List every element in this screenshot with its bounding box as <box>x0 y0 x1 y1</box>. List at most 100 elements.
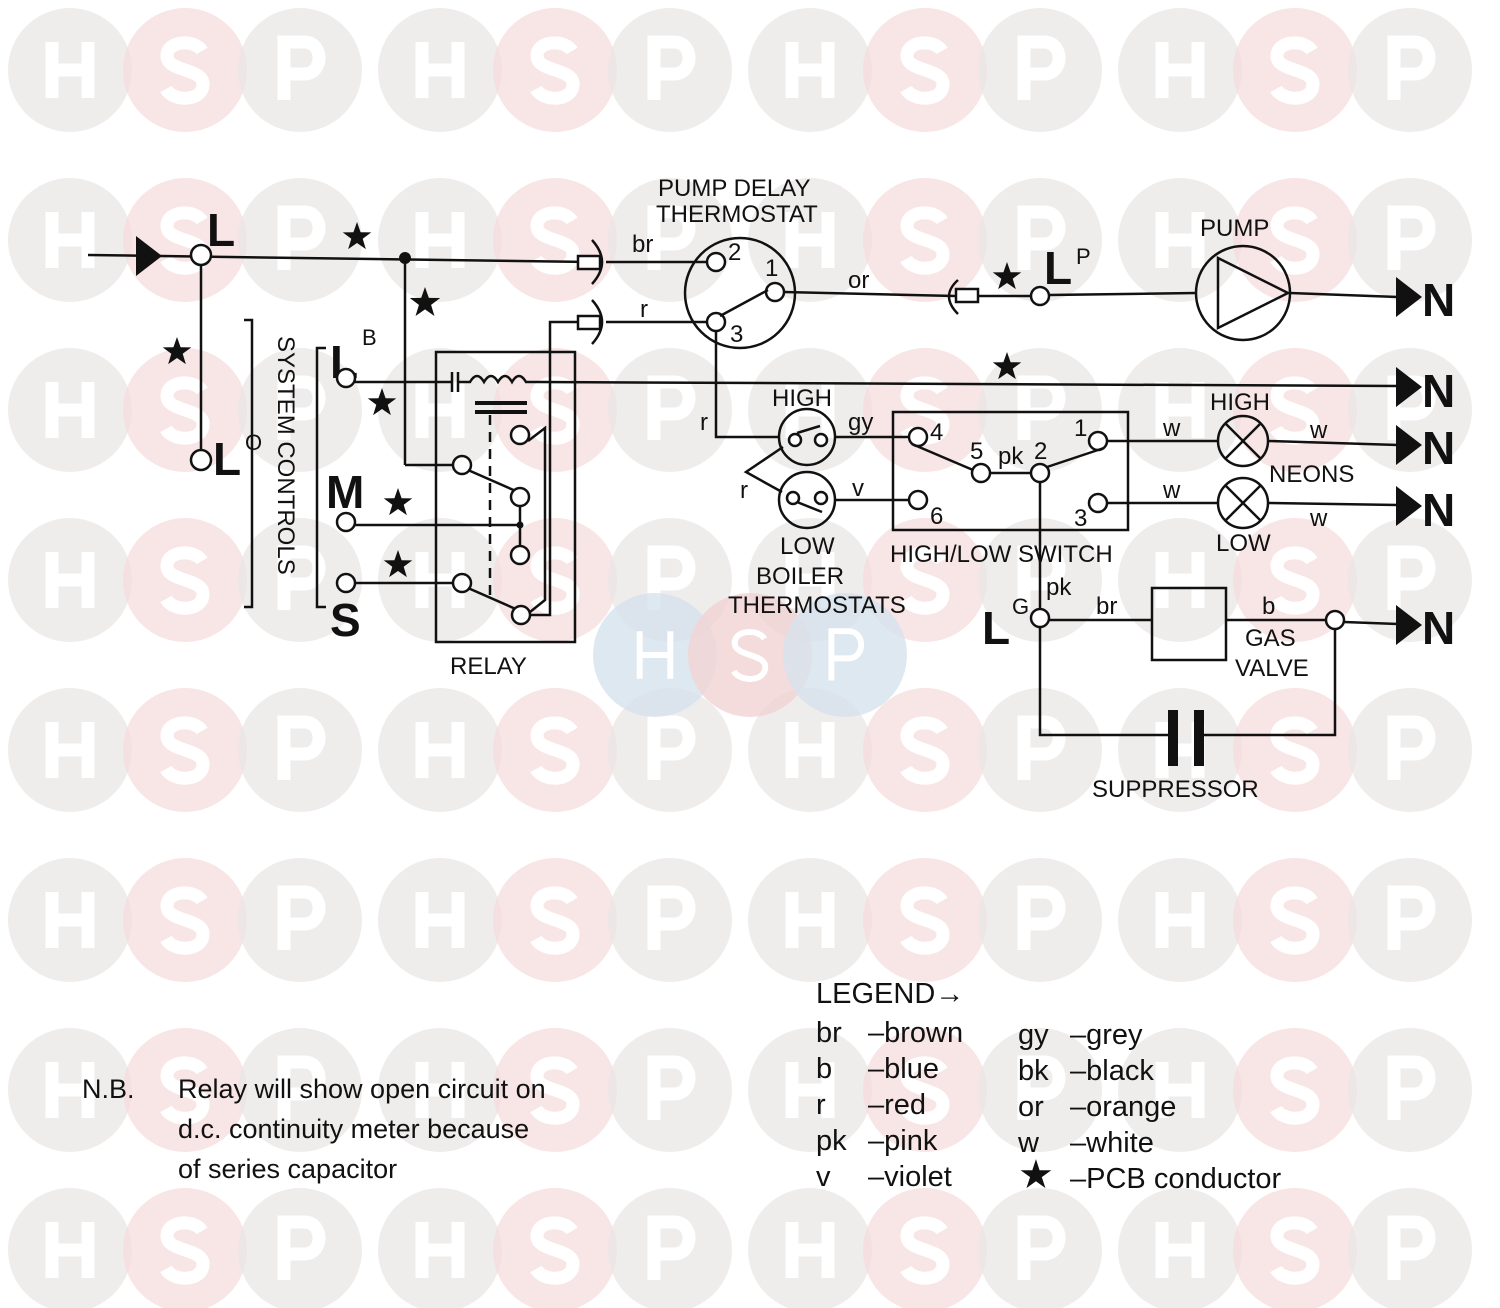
watermark-letter-icon <box>277 205 326 270</box>
legend-code: bk <box>1018 1055 1049 1087</box>
watermark-letter-icon <box>530 1056 580 1125</box>
pcb-star-icon <box>383 488 413 516</box>
terminal-Lg <box>1029 607 1051 629</box>
pcb-star-icon <box>342 222 372 250</box>
watermark-letter-icon <box>160 716 210 785</box>
pcb-star-icon <box>162 337 192 365</box>
relay: RELAY N <box>355 350 1455 680</box>
watermark-letter-icon <box>900 206 950 275</box>
neutral-arrow-icon <box>1396 367 1422 407</box>
watermark-letter-icon <box>45 892 95 948</box>
terminal-3: 3 <box>730 321 743 348</box>
low-label: LOW <box>780 533 835 560</box>
gas-valve-icon <box>1150 586 1228 662</box>
pump-delay-label: PUMP DELAY <box>658 175 811 202</box>
legend-name: –blue <box>868 1053 939 1085</box>
label-Lp: L <box>1044 242 1072 294</box>
watermark-letter-icon <box>1270 376 1320 445</box>
center-logo-circle <box>783 593 907 717</box>
watermark-letter-icon <box>415 1062 465 1118</box>
legend-name: –PCB conductor <box>1070 1163 1282 1195</box>
watermark-letter-icon <box>647 1215 696 1280</box>
watermark-letter-icon <box>1387 1055 1436 1120</box>
watermark-letter-icon <box>900 1056 950 1125</box>
switch-terminal-4: 4 <box>930 419 943 446</box>
watermark-letter-icon <box>530 716 580 785</box>
watermark-letter-icon <box>647 35 696 100</box>
system-controls: SYSTEM CONTROLS L B M S <box>244 318 413 646</box>
label-Lg-sup: G <box>1012 594 1029 619</box>
neons: w w HIGH NEONS LOW w w N N <box>1107 389 1455 557</box>
watermark-letter-icon <box>415 42 465 98</box>
legend-name: –brown <box>868 1017 963 1049</box>
watermark-letter-icon <box>900 546 950 615</box>
watermark-letter-icon <box>1270 716 1320 785</box>
terminal-Lo <box>189 448 213 472</box>
wire-label-r: r <box>700 409 708 436</box>
neutral-arrow-icon <box>1396 277 1422 317</box>
gas-label: GAS <box>1245 625 1296 652</box>
watermark-letter-icon <box>1270 546 1320 615</box>
system-controls-label: SYSTEM CONTROLS <box>272 336 299 575</box>
watermark-letter-icon <box>900 36 950 105</box>
terminal-M <box>335 511 357 533</box>
legend-code: pk <box>816 1125 847 1157</box>
terminal-Lb <box>335 367 357 389</box>
note-line: Relay will show open circuit on <box>178 1074 546 1104</box>
thermostats-label: THERMOSTATS <box>728 592 906 619</box>
watermark-letter-icon <box>1270 36 1320 105</box>
label-Lo-sup: O <box>245 430 262 455</box>
wire-label-br: br <box>1096 593 1117 620</box>
legend-name: –grey <box>1070 1019 1143 1051</box>
watermark-letter-icon <box>277 885 326 950</box>
watermark-letter-icon <box>1017 885 1066 950</box>
wire-label-w: w <box>1162 477 1181 504</box>
boiler-thermostats: HIGH r gy v LOW BOILER THERMOSTATS <box>728 385 909 619</box>
pump-delay-label-2: THERMOSTAT <box>656 201 818 228</box>
watermark-letter-icon <box>1017 545 1066 610</box>
pcb-star-icon <box>992 352 1022 380</box>
pcb-star-icon <box>992 262 1022 290</box>
watermark-letter-icon <box>530 886 580 955</box>
watermark-letter-icon <box>160 546 210 615</box>
watermark-letter-icon <box>530 206 580 275</box>
suppressor-icon <box>1168 710 1178 766</box>
watermark-letter-icon <box>160 1056 210 1125</box>
watermark-letter-icon <box>647 545 696 610</box>
pcb-star-icon <box>367 388 397 416</box>
legend-name: –orange <box>1070 1091 1176 1123</box>
switch-terminal-2: 2 <box>1034 438 1047 465</box>
wire-label-v: v <box>852 475 864 502</box>
watermark-letter-icon <box>1155 42 1205 98</box>
label-M: M <box>326 466 364 518</box>
watermark-letter-icon <box>1155 892 1205 948</box>
legend-code: w <box>1017 1127 1040 1159</box>
legend-name: –black <box>1070 1055 1154 1087</box>
watermark-letter-icon <box>1270 1056 1320 1125</box>
input-arrow-icon <box>136 236 162 276</box>
neon-high-label: HIGH <box>1210 389 1270 416</box>
watermark-letter-icon <box>45 1222 95 1278</box>
watermark-letter-icon <box>45 42 95 98</box>
watermark-letter-icon <box>1017 375 1066 440</box>
watermark-letter-icon <box>277 1215 326 1280</box>
watermark-letter-icon <box>785 892 835 948</box>
legend-code: gy <box>1018 1019 1049 1051</box>
watermark-letter-icon <box>1155 1062 1205 1118</box>
high-low-switch-label: HIGH/LOW SWITCH <box>890 541 1113 568</box>
label-N: N <box>1422 602 1455 654</box>
label-Lg: L <box>982 602 1010 654</box>
terminal-2: 2 <box>728 239 741 266</box>
watermark-letter-icon <box>277 375 326 440</box>
pcb-star-icon <box>409 287 441 316</box>
watermark-letter-icon <box>785 42 835 98</box>
watermark-letter-icon <box>1017 205 1066 270</box>
legend-code: ★ <box>1018 1153 1054 1197</box>
valve-label: VALVE <box>1235 655 1309 682</box>
high-label: HIGH <box>772 385 832 412</box>
legend: LEGEND→ br–brownb–bluer–redpk–pinkv–viol… <box>816 978 1282 1197</box>
neutral-arrow-icon <box>1396 425 1422 465</box>
live-input: L L O <box>87 204 591 485</box>
connectors: br r <box>530 231 706 617</box>
